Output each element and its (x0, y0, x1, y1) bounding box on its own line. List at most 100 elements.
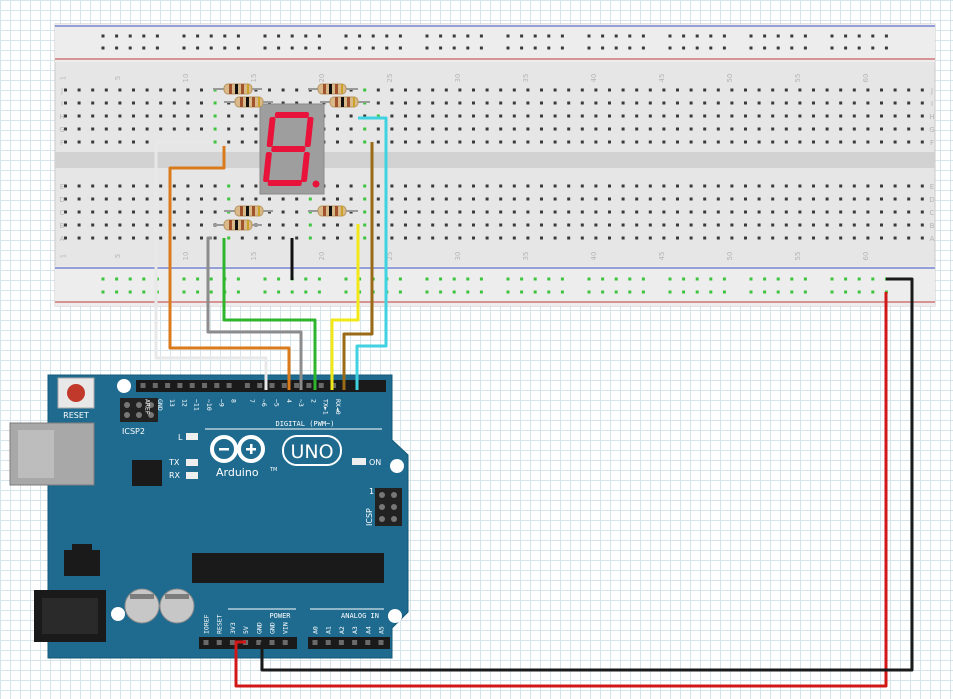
breadboard-hole (744, 223, 747, 227)
breadboard-hole (281, 223, 285, 227)
analog-pin-hole[interactable] (378, 640, 384, 645)
digital-pin-hole[interactable] (177, 383, 183, 388)
row-letter-label: G (929, 126, 934, 134)
led-rx-label: RX (169, 471, 181, 480)
power-pin-hole[interactable] (229, 640, 235, 645)
analog-pin-hole[interactable] (352, 640, 358, 645)
digital-pin-hole[interactable] (189, 383, 195, 388)
breadboard-hole (920, 197, 924, 201)
breadboard-hole (227, 184, 231, 188)
rail-hole (304, 290, 308, 294)
breadboard-hole (458, 127, 462, 131)
breadboard-hole (77, 236, 81, 240)
analog-pin-hole[interactable] (325, 640, 331, 645)
rail-hole (209, 277, 213, 281)
breadboard-hole (852, 88, 856, 92)
analog-pin-hole[interactable] (312, 640, 318, 645)
digital-pin-hole[interactable] (165, 383, 171, 388)
breadboard-hole (880, 88, 883, 92)
breadboard-hole (784, 140, 788, 144)
digital-pin-hole[interactable] (140, 383, 146, 388)
resistor-1 (213, 83, 262, 95)
breadboard-hole (227, 236, 231, 240)
breadboard-hole (363, 88, 367, 92)
column-number-label: 5 (114, 76, 122, 80)
breadboard-hole (254, 236, 258, 240)
digital-pin-hole[interactable] (306, 383, 312, 388)
analog-pin-label: A1 (325, 626, 333, 634)
breadboard-hole (866, 184, 870, 188)
breadboard-hole (635, 184, 639, 188)
breadboard-hole (376, 223, 380, 227)
capacitor-1 (124, 588, 160, 624)
rail-hole (317, 34, 321, 38)
rail-hole (425, 46, 429, 50)
breadboard-hole (444, 88, 448, 92)
breadboard-hole (213, 184, 217, 188)
power-pin-hole[interactable] (256, 640, 262, 645)
breadboard-hole (920, 101, 924, 105)
wire-cyan (355, 116, 388, 390)
rail-hole (452, 34, 456, 38)
breadboard-hole (594, 127, 598, 131)
power-pin-hole[interactable] (269, 640, 275, 645)
breadboard-hole (186, 210, 190, 214)
breadboard-hole (662, 223, 666, 227)
rail-hole (587, 277, 591, 281)
rail-hole (776, 290, 780, 294)
rail-hole (601, 34, 605, 38)
digital-pin-label: 8 (230, 399, 238, 403)
analog-pin-hole[interactable] (365, 640, 371, 645)
breadboard-hole (472, 127, 475, 131)
breadboard-hole (444, 223, 448, 227)
digital-pin-hole[interactable] (214, 383, 220, 388)
breadboard-hole (744, 88, 747, 92)
reset-button-cap[interactable] (67, 384, 85, 402)
rail-hole (358, 277, 362, 281)
power-pin-hole[interactable] (216, 640, 222, 645)
breadboard-hole (553, 197, 557, 201)
row-letter-label: G (59, 126, 64, 134)
digital-pin-hole[interactable] (152, 383, 158, 388)
rail-hole (520, 34, 524, 38)
breadboard-hole (363, 223, 367, 227)
rail-hole (803, 46, 807, 50)
digital-pin-hole[interactable] (281, 383, 287, 388)
power-pin-hole[interactable] (203, 640, 209, 645)
breadboard-hole (567, 210, 571, 214)
digital-pin-hole[interactable] (257, 383, 263, 388)
breadboard-hole (907, 210, 911, 214)
led-rx (186, 472, 198, 479)
breadboard-hole (336, 140, 339, 144)
breadboard-hole (295, 210, 299, 214)
analog-pin-label: A3 (351, 626, 359, 634)
breadboard-hole (907, 184, 911, 188)
digital-pin-hole[interactable] (269, 383, 275, 388)
breadboard-hole (132, 127, 135, 131)
digital-pin-hole[interactable] (226, 383, 232, 388)
breadboard-hole (757, 210, 761, 214)
digital-pin-hole[interactable] (294, 383, 300, 388)
digital-pin-hole[interactable] (244, 383, 250, 388)
row-letter-label: C (930, 209, 935, 217)
breadboard-hole (866, 197, 870, 201)
analog-pin-hole[interactable] (338, 640, 344, 645)
digital-pin-hole[interactable] (318, 383, 324, 388)
row-letter-label: I (931, 100, 933, 108)
rail-hole (547, 290, 551, 294)
breadboard-hole (635, 223, 639, 227)
rail-hole (101, 34, 105, 38)
capacitor-2 (159, 588, 195, 624)
breadboard-hole (64, 236, 67, 240)
breadboard-hole (417, 236, 421, 240)
breadboard-hole (798, 114, 802, 118)
power-pin-hole[interactable] (282, 640, 288, 645)
breadboard-hole (485, 127, 489, 131)
breadboard-hole (145, 140, 149, 144)
column-number-label: 60 (862, 252, 870, 261)
rail-hole (668, 34, 672, 38)
rail-hole (763, 277, 767, 281)
digital-pin-hole[interactable] (202, 383, 207, 388)
breadboard-hole (91, 184, 95, 188)
